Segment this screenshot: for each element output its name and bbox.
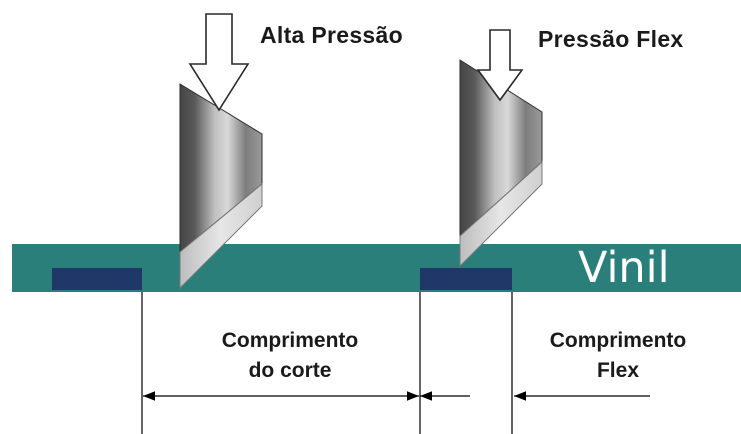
down-arrow-icon-high-pressure	[188, 13, 250, 112]
vinyl-label: Vinil	[578, 243, 670, 293]
flex-length-line-2: Flex	[596, 359, 640, 382]
cut-length-line-2: do corte	[248, 359, 332, 382]
flex-pressure-label: Pressão Flex	[538, 26, 684, 52]
backing-segment-right	[420, 268, 512, 290]
high-pressure-label: Alta Pressão	[260, 22, 403, 48]
flex-length-label: Comprimento Flex	[528, 326, 708, 386]
backing-segment-left	[52, 268, 142, 290]
cut-length-line-1: Comprimento	[221, 329, 359, 352]
blade-icon-high-pressure	[179, 83, 263, 290]
flex-length-line-1: Comprimento	[549, 329, 687, 352]
down-arrow-icon-flex-pressure	[476, 29, 524, 102]
blade-icon-flex-pressure	[459, 59, 543, 268]
cut-length-label: Comprimento do corte	[200, 326, 380, 386]
